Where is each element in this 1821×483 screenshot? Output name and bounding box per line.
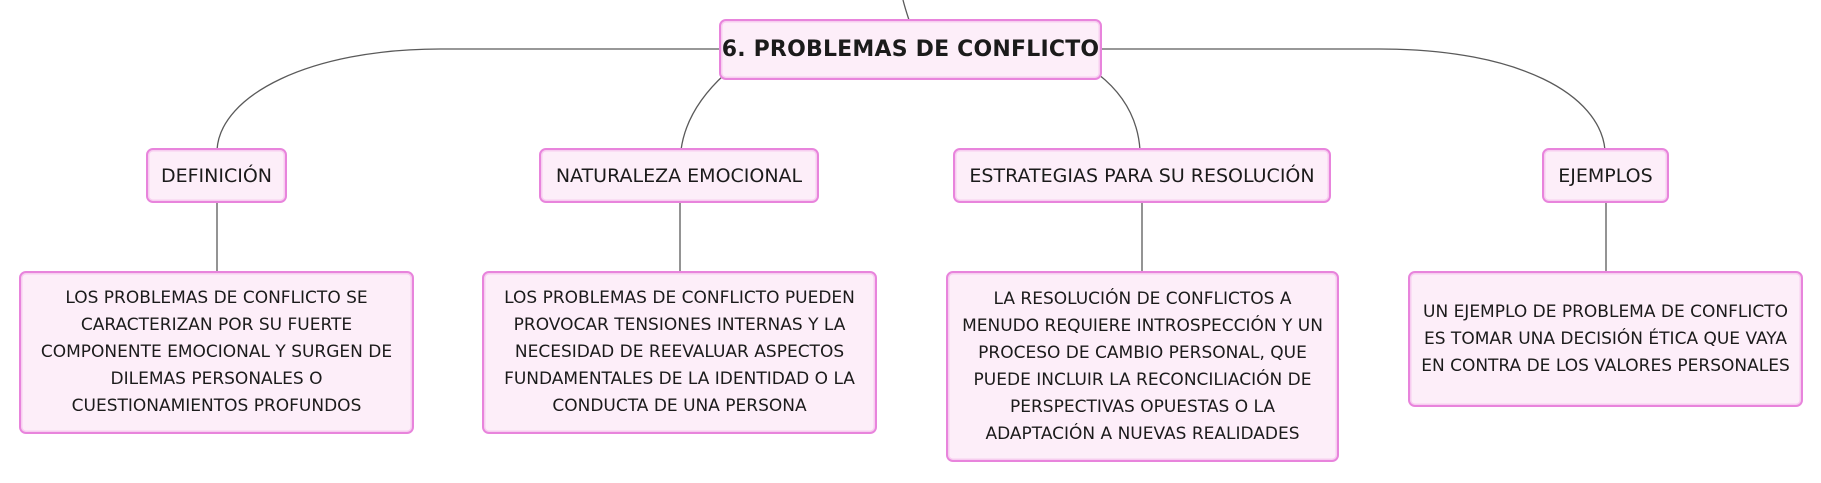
root-topic-label: 6. PROBLEMAS DE CONFLICTO [721,37,1100,62]
detail-definicion-text: LOS PROBLEMAS DE CONFLICTO SE CARACTERIZ… [40,288,393,416]
branch-ejemplos-label: EJEMPLOS [1558,164,1653,187]
branch-naturaleza-label: NATURALEZA EMOCIONAL [555,164,803,187]
detail-naturaleza-text: LOS PROBLEMAS DE CONFLICTO PUEDEN PROVOC… [504,288,855,416]
detail-ejemplos-text: UN EJEMPLO DE PROBLEMA DE CONFLICTO ES T… [1421,301,1790,376]
detail-ejemplos[interactable]: UN EJEMPLO DE PROBLEMA DE CONFLICTO ES T… [1408,271,1803,407]
branch-definicion-label: DEFINICIÓN [160,164,273,187]
branch-definicion[interactable]: DEFINICIÓN [146,148,287,203]
detail-definicion[interactable]: LOS PROBLEMAS DE CONFLICTO SE CARACTERIZ… [19,271,414,434]
connector-root-to-ejemplos [1100,48,1606,151]
connector-root-to-naturaleza [680,73,726,151]
branch-ejemplos[interactable]: EJEMPLOS [1542,148,1669,203]
connector-root-to-definicion [216,48,722,151]
detail-estrategias[interactable]: LA RESOLUCIÓN DE CONFLICTOS A MENUDO REQ… [946,271,1339,462]
connector-root-to-estrategias [1097,73,1141,151]
branch-estrategias-label: ESTRATEGIAS PARA SU RESOLUCIÓN [969,164,1315,187]
detail-estrategias-text: LA RESOLUCIÓN DE CONFLICTOS A MENUDO REQ… [962,288,1323,444]
root-topic[interactable]: 6. PROBLEMAS DE CONFLICTO [719,19,1102,80]
connector-parent-to-root [902,0,910,21]
branch-naturaleza-emocional[interactable]: NATURALEZA EMOCIONAL [539,148,819,203]
branch-estrategias[interactable]: ESTRATEGIAS PARA SU RESOLUCIÓN [953,148,1331,203]
detail-naturaleza-emocional[interactable]: LOS PROBLEMAS DE CONFLICTO PUEDEN PROVOC… [482,271,877,434]
